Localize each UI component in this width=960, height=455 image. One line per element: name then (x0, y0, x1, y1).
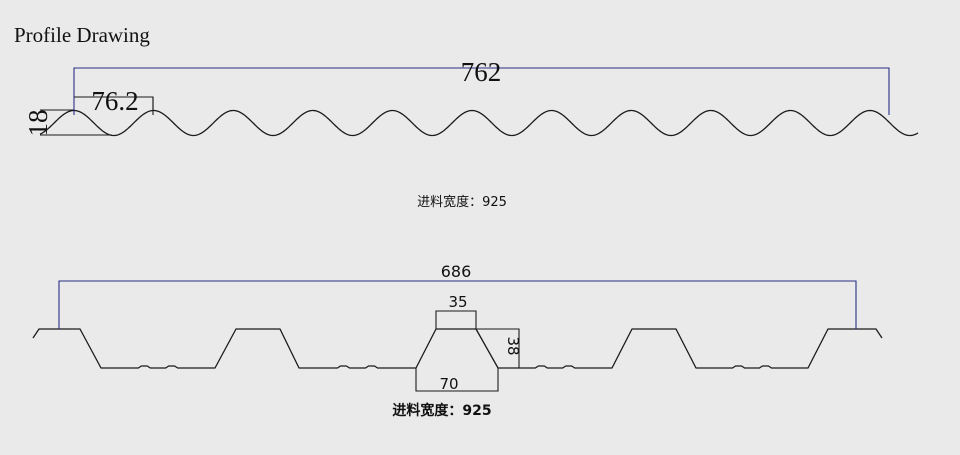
wave-profile-line (39, 109, 919, 137)
cover-width-dimension-line (58, 280, 857, 329)
rib-height-dimension-line (476, 328, 520, 369)
page-title: Profile Drawing (14, 23, 150, 47)
overall-width-dimension-line (73, 67, 890, 115)
rib-top-width-dimension-line (435, 310, 477, 329)
pitch-label: 76.2 (91, 86, 138, 116)
trapezoidal-profile-line (32, 328, 883, 369)
overall-width-label: 762 (461, 57, 502, 87)
cover-width-label: 686 (441, 262, 472, 281)
rib-height-label: 38 (504, 336, 522, 355)
rib-top-width-label: 35 (448, 293, 467, 311)
corrugated-profile: 762 76.2 18 进料宽度：925 (23, 57, 919, 210)
feed-width-note-top: 进料宽度：925 (417, 194, 507, 210)
rib-bottom-width-label: 70 (439, 375, 458, 393)
feed-width-note-bottom: 进料宽度：925 (392, 402, 491, 419)
rib-bottom-width-dimension-line (415, 368, 499, 392)
trapezoidal-profile: 686 35 70 38 进料宽度：925 (32, 262, 883, 419)
height-label: 18 (23, 110, 53, 137)
